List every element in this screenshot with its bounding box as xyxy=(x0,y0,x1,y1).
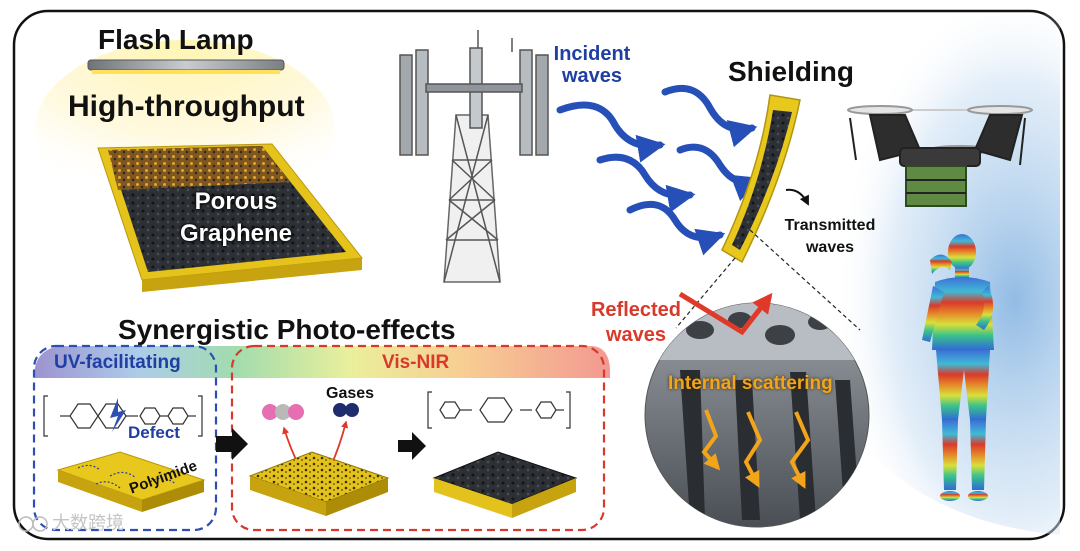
reflected-label-line1: Reflected xyxy=(590,299,682,321)
transmitted-label-line2: waves xyxy=(805,239,855,256)
transmitted-arrow xyxy=(785,188,809,206)
defect-lightning-icon xyxy=(110,398,126,432)
incident-label-line2: waves xyxy=(561,65,623,87)
uv-facilitating-label: UV-facilitating xyxy=(54,352,181,373)
high-throughput-label: High-throughput xyxy=(68,90,305,123)
spectrum-bar xyxy=(34,346,610,378)
polyimide-structure xyxy=(43,395,203,437)
shield-film xyxy=(721,94,801,264)
zoom-line-left xyxy=(675,257,736,329)
vis-nir-label: Vis-NIR xyxy=(382,352,450,373)
gases-label: Gases xyxy=(326,385,375,402)
gas-molecules xyxy=(262,403,359,420)
synergistic-title: Synergistic Photo-effects xyxy=(118,314,456,345)
drone-illustration xyxy=(847,105,1033,207)
incident-label-line1: Incident xyxy=(553,43,631,65)
defect-label: Defect xyxy=(128,423,180,442)
human-figure xyxy=(922,234,994,501)
cell-tower-illustration xyxy=(399,30,549,283)
flash-lamp-illustration xyxy=(35,40,363,292)
final-graphene-slab xyxy=(432,451,578,518)
polyimide-slab xyxy=(56,451,206,512)
porous-label: Porous xyxy=(194,188,278,215)
lamp-bar xyxy=(87,59,285,71)
flash-lamp-label: Flash Lamp xyxy=(98,24,254,55)
arrow-to-final xyxy=(398,432,426,460)
internal-scattering-label: Internal scattering xyxy=(668,373,833,394)
arrow-uv-to-visnir xyxy=(216,428,248,460)
watermark-logo-icon xyxy=(18,516,48,532)
incident-wave-arrows xyxy=(556,85,762,256)
reflected-arrow xyxy=(678,291,773,336)
zoom-line-right xyxy=(749,229,861,331)
product-structure xyxy=(427,391,571,429)
visnir-slab xyxy=(248,451,390,516)
graphene-label: Graphene xyxy=(179,220,293,247)
reflected-label-line2: waves xyxy=(605,324,667,346)
transmitted-label-line1: Transmitted xyxy=(784,217,876,234)
shielding-label: Shielding xyxy=(728,56,854,87)
uv-box xyxy=(32,344,218,532)
watermark-text: 大数跨境 xyxy=(52,513,124,534)
